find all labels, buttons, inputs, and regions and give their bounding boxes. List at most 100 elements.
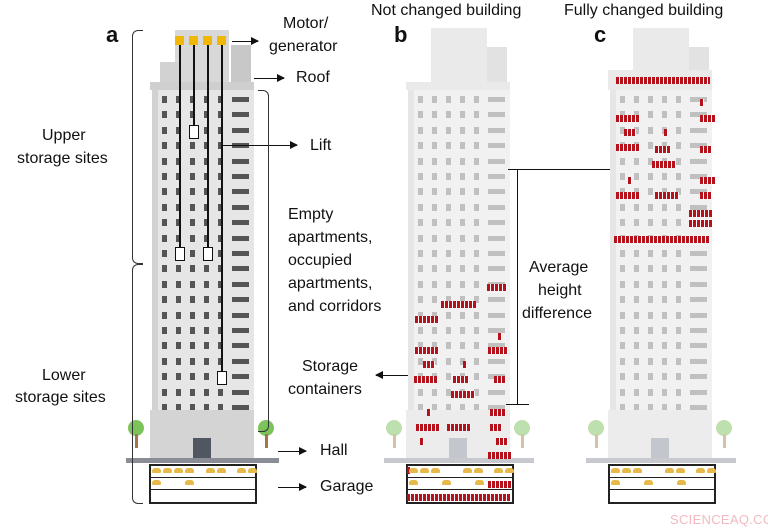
storage-container	[415, 316, 439, 323]
window	[190, 188, 195, 196]
window	[662, 173, 667, 180]
car-icon	[677, 480, 686, 485]
lift-cable	[221, 45, 223, 372]
corridor-window	[690, 251, 707, 256]
window	[676, 296, 681, 304]
tree-trunk	[595, 434, 598, 448]
label-garage: Garage	[320, 478, 374, 495]
window	[218, 357, 223, 365]
window	[418, 157, 423, 165]
window	[162, 280, 167, 288]
brace-apartments	[258, 90, 269, 432]
car-icon	[431, 468, 440, 473]
corridor-window	[488, 235, 505, 241]
storage-container	[423, 361, 435, 368]
window	[218, 388, 223, 396]
label-motor: Motor/	[283, 15, 329, 32]
car-icon	[475, 480, 484, 485]
window	[474, 388, 479, 396]
window	[190, 327, 195, 334]
corridor-window	[690, 281, 707, 287]
label-height: height	[538, 282, 582, 299]
label-hall: Hall	[320, 442, 348, 459]
window	[648, 219, 653, 227]
corridor-window	[488, 266, 505, 272]
window	[676, 188, 681, 196]
window	[662, 219, 667, 227]
storage-container	[496, 438, 508, 445]
label-empty: Empty	[288, 206, 334, 223]
corridor-window	[488, 220, 505, 226]
window	[218, 203, 223, 211]
window	[162, 203, 167, 211]
window	[620, 173, 625, 180]
window	[446, 388, 451, 396]
window	[676, 404, 681, 411]
window	[474, 219, 479, 227]
window	[204, 388, 209, 396]
corridor-window	[690, 297, 707, 303]
window	[648, 388, 653, 396]
window	[218, 96, 223, 103]
window	[620, 327, 625, 334]
window	[648, 188, 653, 196]
window	[662, 296, 667, 304]
window	[190, 280, 195, 288]
window	[662, 342, 667, 350]
window	[418, 96, 423, 103]
corridor-window	[690, 328, 707, 333]
height-line-top	[508, 169, 616, 170]
window	[190, 404, 195, 411]
window	[676, 342, 681, 350]
arrow-garage	[278, 483, 307, 491]
window	[432, 327, 437, 334]
label-apartments-2: apartments,	[288, 275, 373, 292]
window	[204, 404, 209, 411]
window	[446, 280, 451, 288]
corridor-window	[232, 374, 249, 380]
window	[474, 404, 479, 411]
car-icon	[442, 480, 451, 485]
window	[162, 357, 167, 365]
window	[634, 250, 639, 257]
window	[474, 111, 479, 119]
storage-container	[664, 129, 668, 136]
window	[162, 96, 167, 103]
window	[162, 219, 167, 227]
window	[676, 96, 681, 103]
window	[432, 111, 437, 119]
window	[634, 265, 639, 273]
window	[432, 250, 437, 257]
window	[648, 157, 653, 165]
storage-container	[453, 376, 469, 383]
window	[620, 203, 625, 211]
car-icon	[696, 468, 705, 473]
corridor-window	[690, 204, 707, 210]
car-icon	[633, 468, 642, 473]
window	[446, 126, 451, 134]
storage-container	[689, 220, 713, 227]
window	[634, 111, 639, 119]
window	[162, 265, 167, 273]
tree-trunk	[393, 434, 396, 448]
corridor-window	[488, 204, 505, 210]
window	[474, 173, 479, 180]
window	[446, 219, 451, 227]
car-icon	[420, 468, 429, 473]
window	[190, 311, 195, 319]
window	[662, 327, 667, 334]
storage-container	[420, 438, 424, 445]
window	[176, 219, 181, 227]
storage-container	[441, 301, 476, 308]
corridor-window	[690, 112, 707, 118]
window	[460, 96, 465, 103]
window	[176, 327, 181, 334]
window	[418, 311, 423, 319]
window	[204, 311, 209, 319]
window	[648, 280, 653, 288]
tree-icon	[386, 420, 402, 436]
corridor-window	[488, 143, 505, 149]
label-containers: containers	[288, 381, 362, 398]
corridor-window	[488, 328, 505, 333]
storage-container	[490, 424, 502, 431]
